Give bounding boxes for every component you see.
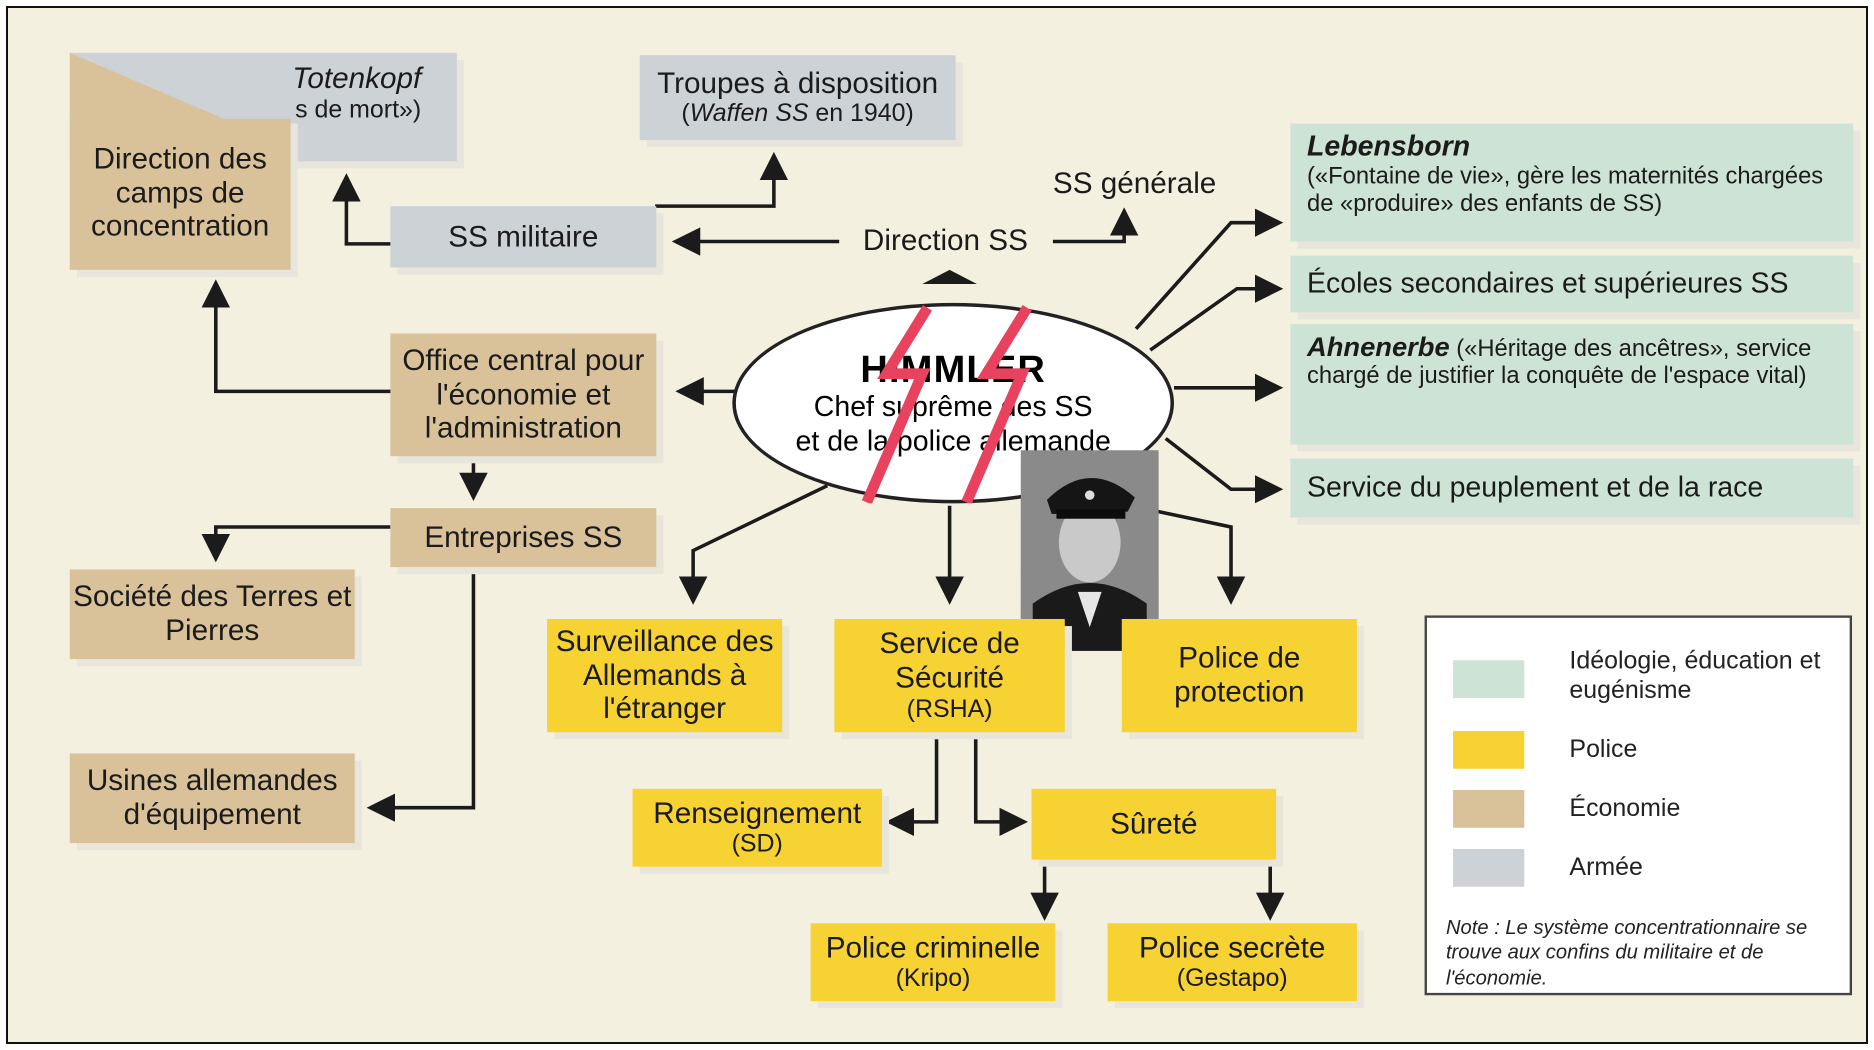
arrow-entreprises-to-terres [201, 525, 391, 563]
police-secrete-sub: (Gestapo) [1176, 964, 1288, 993]
entreprises-ss-label: Entreprises SS [424, 520, 623, 554]
terres-pierres-label: Société des Terres et Pierres [73, 580, 352, 648]
troupes-disposition-box: Troupes à disposition (Waffen SS en 1940… [639, 55, 956, 141]
arrow-himmler-to-peuplement [1164, 437, 1284, 504]
police-secrete-label: Police secrète [1138, 931, 1326, 965]
ahnenerbe-title: Ahnenerbe [1307, 331, 1450, 362]
ss-generale-label: SS générale [1052, 167, 1217, 201]
ecoles-label: Écoles secondaires et supérieures SS [1307, 267, 1789, 300]
ss-runes-overlay [861, 305, 1032, 504]
usines-equipement-label: Usines allemandes d'équipement [86, 764, 338, 832]
ahnenerbe-desc: («Héritage des ancêtres», service chargé… [1307, 335, 1812, 389]
lebensborn-desc: («Fontaine de vie», gère les maternités … [1307, 163, 1824, 217]
service-securite-box: Service de Sécurité (RSHA) [834, 618, 1065, 733]
legend-label-armee: Armée [1569, 853, 1643, 881]
entreprises-ss-box: Entreprises SS [390, 508, 657, 568]
legend-swatch-police [1453, 731, 1525, 769]
legend-swatch-ideologie [1453, 660, 1525, 699]
arrow-militaire-to-camps [332, 173, 394, 246]
lebensborn-box: Lebensborn («Fontaine de vie», gère les … [1290, 123, 1854, 242]
camps-direction-box: Direction des camps de concentration [69, 116, 291, 270]
service-securite-label: Service de Sécurité [879, 627, 1020, 695]
himmler-role-line1: Chef suprême des SS [813, 390, 1093, 423]
ecoles-box: Écoles secondaires et supérieures SS [1290, 255, 1854, 313]
diagram-canvas: SS Totenkopf («Têtes de mort») Direction… [8, 8, 1866, 1042]
arrow-militaire-to-troupes [655, 151, 789, 208]
renseignement-label: Renseignement [653, 796, 862, 830]
police-protection-label: Police de protection [1174, 641, 1305, 709]
usines-equipement-box: Usines allemandes d'équipement [69, 753, 355, 844]
surete-label: Sûreté [1110, 807, 1198, 841]
totenkopf-title-em: Totenkopf [291, 62, 422, 96]
diagram-frame: SS Totenkopf («Têtes de mort») Direction… [6, 6, 1868, 1044]
legend-label-ideologie: Idéologie, éducation et eugénisme [1569, 647, 1821, 705]
arrow-himmler-to-surveillance [678, 484, 829, 605]
police-secrete-box: Police secrète (Gestapo) [1107, 923, 1357, 1002]
police-criminelle-label: Police criminelle [825, 931, 1041, 965]
police-protection-box: Police de protection [1121, 618, 1357, 733]
arrow-himmler-to-ecoles [1149, 274, 1284, 352]
ss-militaire-label: SS militaire [448, 219, 599, 253]
legend-swatch-armee [1453, 848, 1525, 887]
police-criminelle-sub: (Kripo) [895, 964, 971, 993]
arrow-direction-to-generale [1052, 207, 1139, 244]
terres-pierres-box: Société des Terres et Pierres [69, 569, 355, 660]
surete-box: Sûreté [1031, 788, 1277, 860]
police-criminelle-box: Police criminelle (Kripo) [810, 923, 1056, 1002]
troupes-title: Troupes à disposition [657, 66, 939, 100]
camps-direction-label: Direction des camps de concentration [91, 142, 270, 244]
camps-diagonal-corner [69, 52, 296, 119]
arrow-office-to-camps [201, 279, 394, 394]
legend-note: Note : Le système concentrationnaire se … [1445, 916, 1808, 989]
legend-label-police: Police [1569, 735, 1638, 763]
service-securite-sub: (RSHA) [906, 695, 993, 723]
ahnenerbe-box: Ahnenerbe («Héritage des ancêtres», serv… [1290, 324, 1854, 445]
direction-ss-label: Direction SS [862, 223, 1028, 257]
arrow-himmler-to-lebensborn [1134, 208, 1284, 330]
office-central-label: Office central pour l'économie et l'admi… [402, 344, 645, 445]
surveillance-box: Surveillance des Allemands à l'étranger [547, 618, 783, 733]
troupes-sub: en 1940) [815, 100, 914, 128]
arrow-entreprises-to-usines [366, 568, 476, 822]
arrow-securite-to-renseignement [885, 736, 939, 837]
peuplement-box: Service du peuplement et de la race [1290, 458, 1854, 518]
legend-label-economie: Économie [1569, 794, 1681, 822]
peuplement-label: Service du peuplement et de la race [1307, 471, 1764, 504]
office-central-box: Office central pour l'économie et l'admi… [390, 333, 657, 457]
surveillance-label: Surveillance des Allemands à l'étranger [555, 624, 774, 726]
lebensborn-title: Lebensborn [1307, 130, 1471, 163]
troupes-sub-em: Waffen SS [689, 100, 809, 128]
himmler-top-pointer [922, 269, 977, 285]
renseignement-sub: (SD) [731, 830, 783, 858]
legend: Idéologie, éducation et eugénisme Police… [1424, 615, 1853, 996]
arrow-securite-to-surete [973, 736, 1028, 837]
legend-swatch-economie [1453, 790, 1525, 828]
ss-militaire-box: SS militaire [390, 206, 657, 268]
renseignement-box: Renseignement (SD) [632, 788, 882, 867]
